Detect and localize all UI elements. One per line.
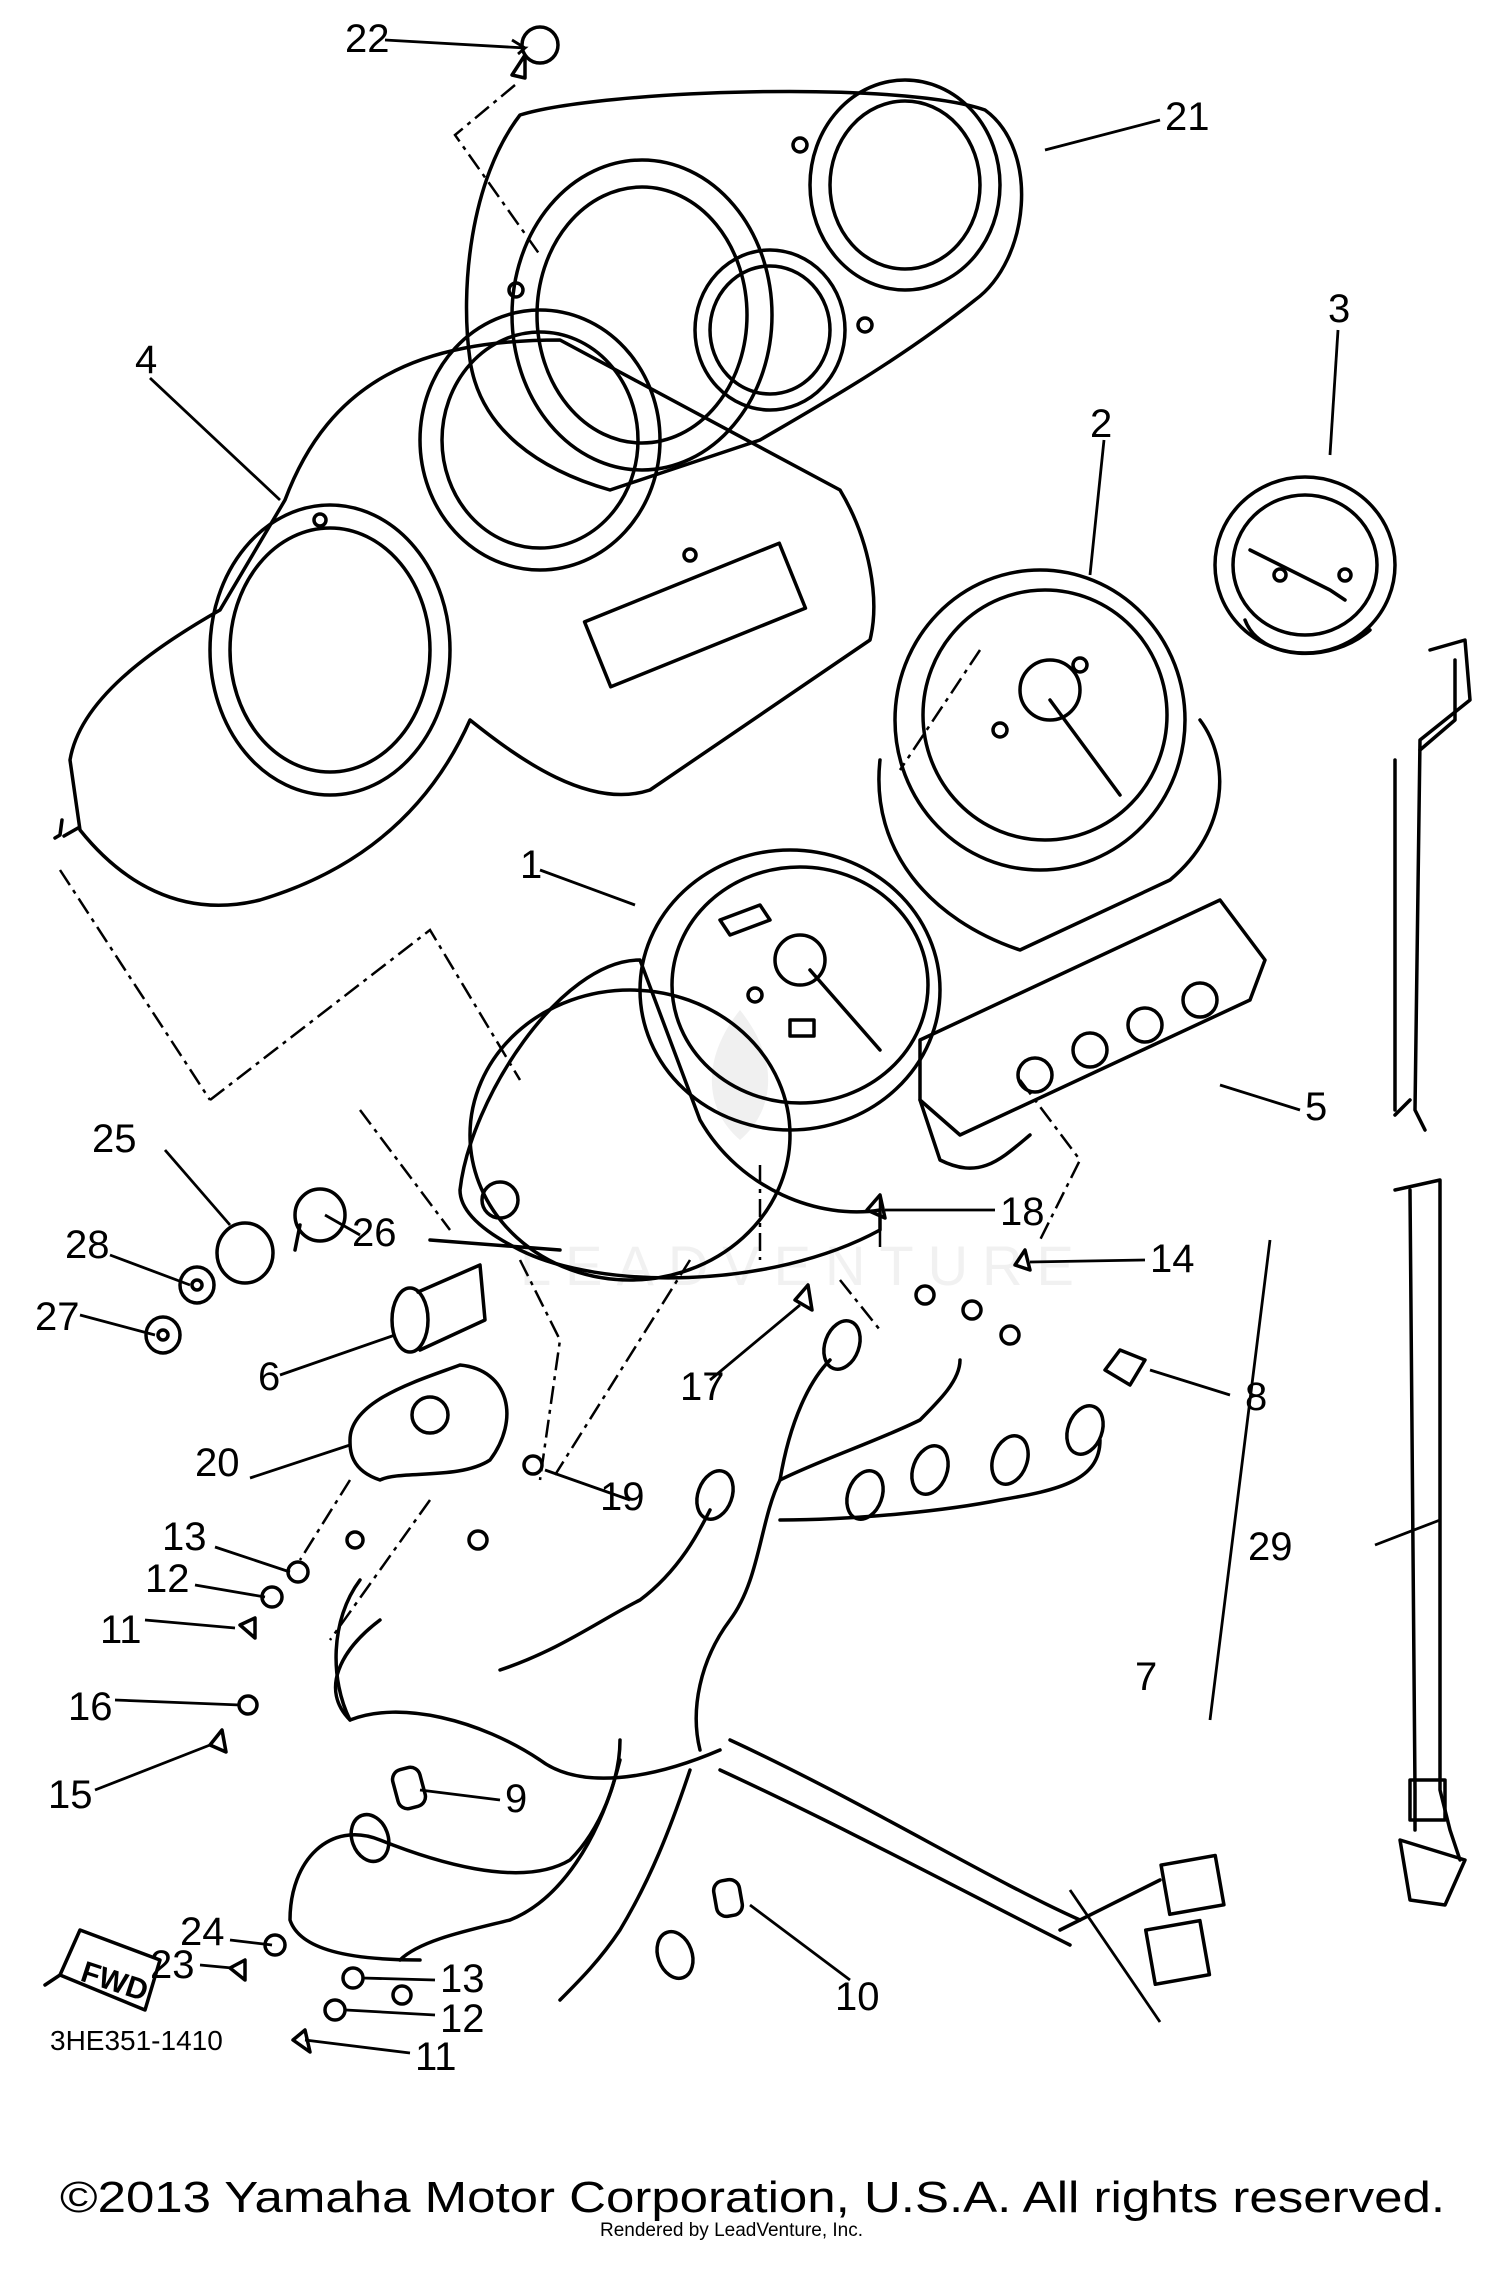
part-25-cap [215, 1221, 275, 1285]
callout-15: 15 [48, 1773, 93, 1817]
part-8-bulb [1103, 1348, 1147, 1387]
part-17-screw [793, 1283, 814, 1312]
part-13b-washer [341, 1966, 365, 1990]
callout-25: 25 [92, 1117, 137, 1161]
part-6-trip-knob [390, 1263, 487, 1354]
callout-21: 21 [1165, 95, 1210, 139]
callout-24: 24 [180, 1910, 225, 1954]
part-18-screw [865, 1193, 887, 1220]
callout-9: 9 [505, 1777, 527, 1821]
callout-5: 5 [1305, 1085, 1327, 1129]
callout-16: 16 [68, 1685, 113, 1729]
part-5-indicator-panel [918, 898, 1267, 1170]
callout-19: 19 [600, 1475, 645, 1519]
rendered-by-note: Rendered by LeadVenture, Inc. [600, 2220, 863, 2241]
fwd-arrow-icon [43, 1928, 162, 2012]
part-9-bulb [390, 1765, 428, 1811]
part-1-meter-assembly [638, 848, 942, 1132]
part-11a-screw [238, 1616, 257, 1640]
meter-lower-housing [428, 958, 882, 1282]
part-13a-washer [286, 1560, 310, 1584]
part-21-bezel-cover [464, 78, 1024, 492]
callout-23: 23 [150, 1943, 195, 1987]
part-20-bracket [348, 1363, 509, 1482]
drawing-code: 3HE351-1410 [50, 2025, 223, 2056]
callout-7: 7 [1135, 1655, 1157, 1699]
callout-27: 27 [35, 1295, 80, 1339]
callout-11-lower: 11 [415, 2035, 457, 2079]
callout-2: 2 [1090, 402, 1112, 446]
part-14-screw [1013, 1248, 1032, 1272]
copyright-notice: ©2013 Yamaha Motor Corporation, U.S.A. A… [60, 2173, 1445, 2222]
callout-13-upper: 13 [162, 1515, 207, 1559]
callout-10: 10 [835, 1975, 880, 2019]
part-27-washer [144, 1315, 182, 1355]
callout-26: 26 [352, 1211, 397, 1255]
part-3-gauge [1213, 475, 1397, 656]
callout-labels: 22 21 3 2 4 1 5 25 26 28 27 18 14 6 17 8… [35, 17, 1445, 2241]
part-4-meter-case [53, 248, 876, 907]
callout-12-lower: 12 [440, 1997, 485, 2041]
callout-18: 18 [1000, 1190, 1045, 1234]
part-23-screw [228, 1958, 247, 1982]
callout-6: 6 [258, 1355, 280, 1399]
fwd-label: FWD [77, 1956, 152, 2008]
part-16-washer [237, 1694, 259, 1716]
part-12b-washer [323, 1998, 347, 2022]
callout-11-upper: 11 [100, 1608, 142, 1652]
callout-4: 4 [135, 338, 157, 382]
callout-28: 28 [65, 1223, 110, 1267]
part-26-socket [293, 1187, 347, 1252]
callout-3: 3 [1328, 287, 1350, 331]
alignment-lines [58, 84, 1082, 1641]
part-19-screw [522, 1454, 544, 1476]
callout-14: 14 [1150, 1237, 1195, 1281]
callout-8: 8 [1245, 1375, 1267, 1419]
part-28-washer [178, 1265, 216, 1305]
callout-29: 29 [1248, 1525, 1293, 1569]
part-10-bulb [711, 1877, 745, 1919]
callout-22: 22 [345, 17, 390, 61]
callout-13-lower: 13 [440, 1957, 485, 2001]
part-7-wire-harness [288, 1284, 1226, 2006]
callout-1: 1 [520, 843, 542, 887]
watermark: LEADVENTURE [520, 1010, 1088, 1297]
callout-20: 20 [195, 1441, 240, 1485]
part-2-meter-assembly [877, 568, 1222, 952]
callout-12-upper: 12 [145, 1557, 190, 1601]
callout-17: 17 [680, 1365, 725, 1409]
part-29-meter-cable [1393, 638, 1472, 1907]
leader-lines [79, 38, 1441, 2055]
part-15-screw [208, 1728, 228, 1754]
watermark-text: LEADVENTURE [520, 1234, 1088, 1297]
